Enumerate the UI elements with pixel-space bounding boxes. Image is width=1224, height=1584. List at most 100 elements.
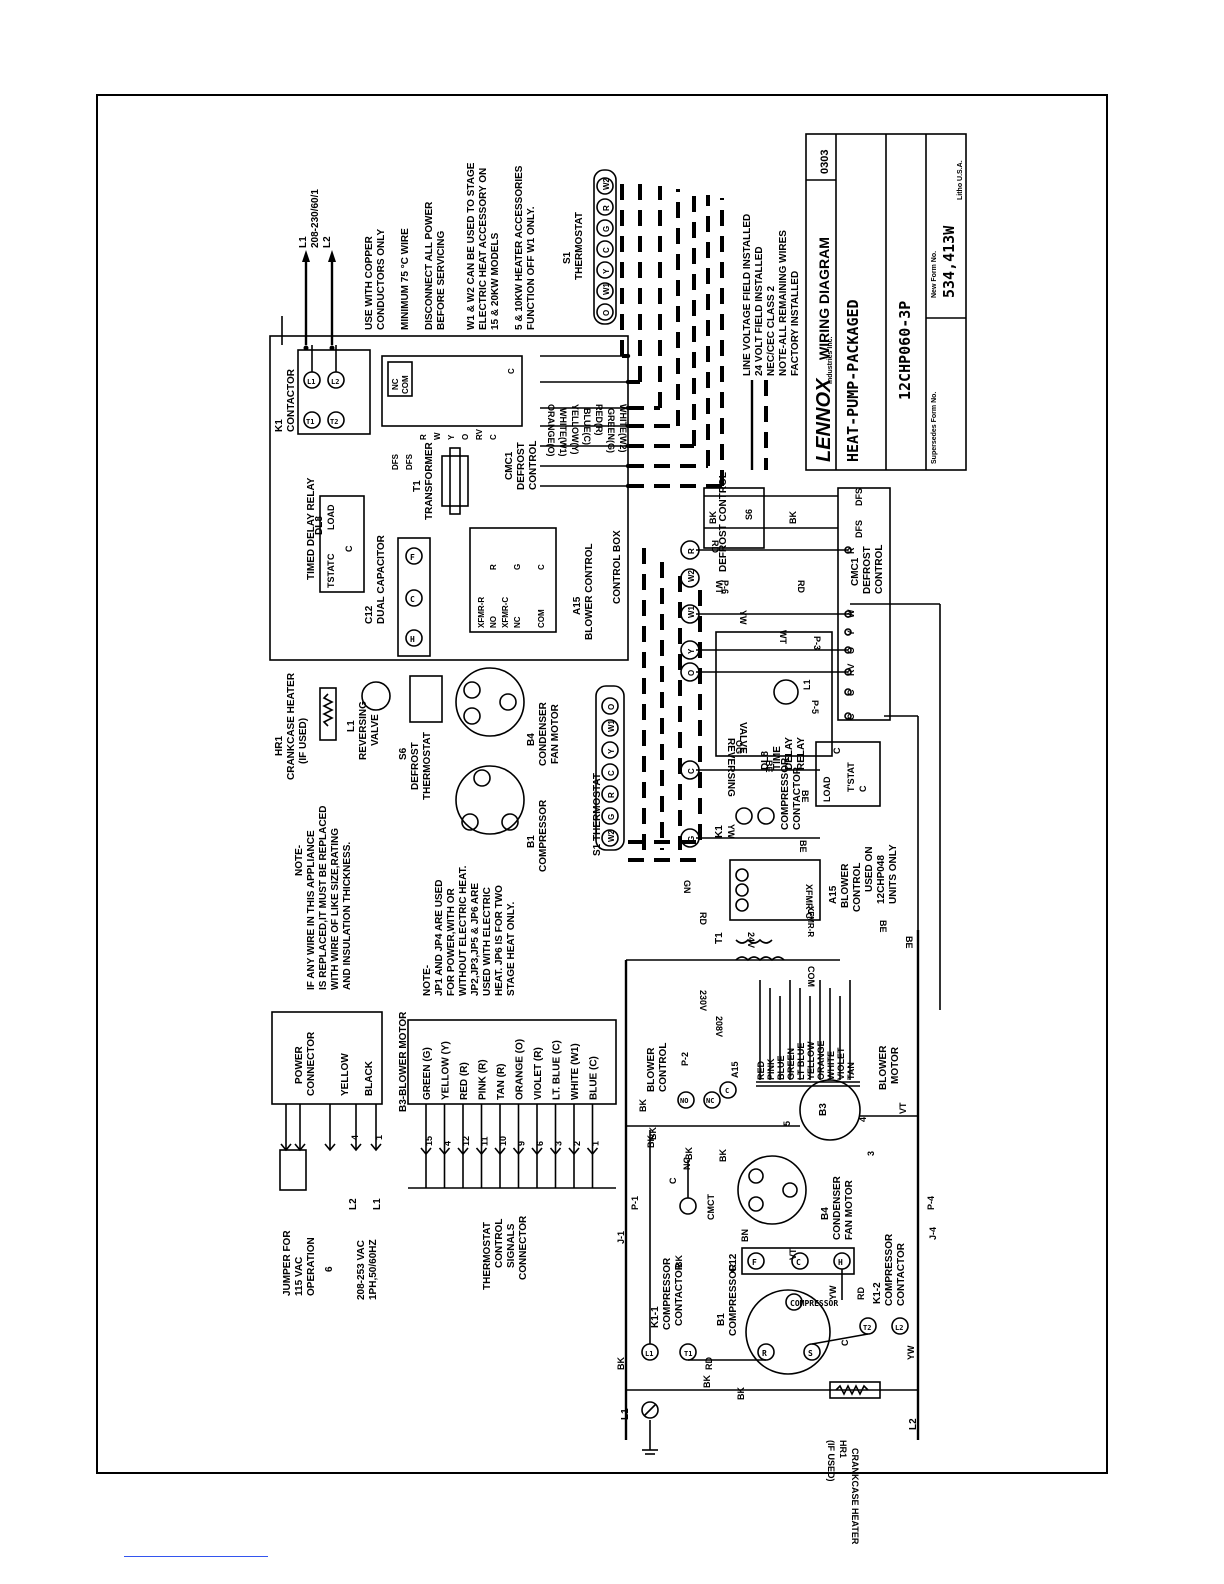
svg-text:CONTROL: CONTROL [658, 1043, 669, 1092]
svg-text:LINE VOLTAGE FIELD INSTALLED: LINE VOLTAGE FIELD INSTALLED [742, 214, 753, 376]
title-block: LENNOX Industries Inc. WIRING DIAGRAM 03… [805, 133, 967, 471]
svg-text:B1: B1 [716, 1313, 727, 1326]
terminal-node-label: W1 [687, 605, 696, 618]
svg-text:BLOWER: BLOWER [840, 863, 851, 908]
wire-color-code: WT [714, 580, 724, 594]
svg-text:24 VOLT FIELD INSTALLED: 24 VOLT FIELD INSTALLED [754, 246, 765, 376]
svg-text:S: S [808, 1349, 813, 1358]
b3-connector-pin: 4 [443, 1141, 453, 1146]
svg-text:DUAL CAPACITOR: DUAL CAPACITOR [376, 534, 387, 624]
wire-color-code: RD [698, 912, 708, 925]
new-form-label: New Form No. [931, 251, 938, 298]
svg-text:C: C [507, 368, 516, 374]
b3-connector-arrow [586, 1147, 599, 1156]
svg-text:P-1: P-1 [630, 1196, 640, 1210]
svg-text:L2: L2 [322, 236, 333, 248]
cmc1-schematic-pin [844, 712, 852, 720]
svg-text:DL8: DL8 [760, 751, 771, 770]
svg-text:C: C [410, 595, 415, 604]
wire-color-code: BE [764, 760, 774, 773]
wire-color-code: BE [878, 920, 888, 933]
svg-text:12CHP048: 12CHP048 [876, 855, 887, 904]
svg-text:COMPRESSOR: COMPRESSOR [538, 799, 549, 872]
svg-text:S6: S6 [398, 747, 409, 760]
svg-text:B3-BLOWER MOTOR: B3-BLOWER MOTOR [398, 1011, 409, 1112]
svg-text:CONTROL: CONTROL [494, 1219, 505, 1268]
svg-text:R: R [762, 1349, 767, 1358]
b3-connector-pin: 9 [517, 1141, 527, 1146]
svg-text:F: F [752, 1258, 757, 1267]
blower-wire-color: VIOLET [836, 1047, 846, 1080]
svg-text:XFMR-C: XFMR-C [501, 597, 510, 628]
svg-text:L1: L1 [620, 1408, 631, 1420]
cmc1-terminal-label: DFS [391, 453, 400, 470]
svg-text:BLACK: BLACK [364, 1060, 375, 1096]
svg-text:CONDENSER: CONDENSER [832, 1175, 843, 1240]
svg-text:CONTROL: CONTROL [874, 545, 885, 594]
b3-connector-arrow [568, 1147, 580, 1156]
svg-text:RD: RD [704, 1357, 714, 1370]
svg-text:CONTROL: CONTROL [528, 441, 539, 490]
svg-text:B4: B4 [820, 1207, 831, 1220]
s1-terminal-label: O [607, 704, 616, 710]
svg-text:FUNCTION OFF W1 ONLY.: FUNCTION OFF W1 ONLY. [526, 206, 537, 330]
svg-text:DEFROST CONTROL: DEFROST CONTROL [718, 472, 729, 572]
svg-text:J-4: J-4 [928, 1227, 938, 1240]
svg-text:BK: BK [646, 1135, 656, 1148]
cmc1-terminal-label: Y [447, 434, 456, 440]
svg-text:S1: S1 [562, 251, 573, 264]
svg-text:P-3: P-3 [812, 636, 822, 650]
b3-connector-arrow [475, 1147, 488, 1156]
svg-text:USE WITH COPPER: USE WITH COPPER [364, 235, 375, 330]
svg-text:FAN MOTOR: FAN MOTOR [550, 703, 561, 764]
blower-wire-color: WHITE [826, 1051, 836, 1080]
wire-junction [625, 353, 631, 359]
footer-rule [124, 1556, 268, 1557]
b3-connector-pin: 6 [535, 1141, 545, 1146]
b3-connector-arrow [438, 1147, 451, 1156]
thermostat-terminal-label: G [602, 226, 611, 232]
terminal-node-label: Y [687, 648, 696, 654]
svg-text:COMPRESSOR: COMPRESSOR [728, 1263, 739, 1336]
svg-text:C: C [668, 1177, 678, 1184]
svg-text:C12: C12 [364, 605, 375, 624]
thermostat-terminal-label: O [602, 310, 611, 316]
svg-text:P-5: P-5 [810, 700, 820, 714]
cmc1-terminal-label: O [461, 434, 470, 440]
svg-text:TRANSFORMER: TRANSFORMER [424, 441, 435, 520]
svg-text:NOTE-ALL REMAINING WIRES: NOTE-ALL REMAINING WIRES [778, 230, 789, 376]
svg-text:CMCT: CMCT [706, 1194, 716, 1220]
svg-text:XFMR-R: XFMR-R [806, 906, 815, 937]
svg-text:F: F [410, 553, 415, 562]
thermostat-terminal [596, 240, 614, 258]
form-number: 534,413W [940, 225, 958, 298]
wire-color-code: RD [710, 540, 720, 553]
svg-text:THERMOSTAT: THERMOSTAT [482, 1222, 493, 1290]
svg-text:JP2,JP3,JP5 & JP6 ARE: JP2,JP3,JP5 & JP6 ARE [470, 883, 481, 996]
b3-connector-arrow [457, 1147, 469, 1156]
svg-text:NC: NC [513, 616, 522, 628]
svg-text:NO: NO [489, 616, 498, 628]
blower-wire-color: LT BLUE [796, 1043, 806, 1080]
svg-text:T2: T2 [863, 1324, 871, 1332]
svg-text:NEC/CEC CLASS 2: NEC/CEC CLASS 2 [766, 286, 777, 376]
svg-text:B1: B1 [526, 835, 537, 848]
svg-text:BK: BK [702, 1375, 712, 1388]
b3-connector-color: YELLOW (Y) [441, 1041, 452, 1100]
svg-text:DEFROST: DEFROST [410, 742, 421, 790]
svg-text:USED WITH ELECTRIC: USED WITH ELECTRIC [482, 887, 493, 996]
cmc1-terminal-label: R [419, 434, 428, 440]
b3-connector-arrow [531, 1147, 543, 1156]
svg-text:CONNECTOR: CONNECTOR [518, 1215, 529, 1280]
svg-text:115 VAC: 115 VAC [294, 1257, 305, 1296]
svg-text:C: C [537, 564, 546, 570]
svg-text:REVERSING: REVERSING [725, 738, 736, 797]
wire-color-code: BE [800, 790, 810, 803]
b3-connector-color: ORANGE (O) [515, 1039, 526, 1100]
thermostat-terminal-label: C [602, 247, 611, 253]
litho: Litho U.S.A. [957, 160, 964, 200]
svg-text:XFMR-C: XFMR-C [804, 884, 814, 919]
blower-wire-color: GREEN [786, 1048, 796, 1080]
